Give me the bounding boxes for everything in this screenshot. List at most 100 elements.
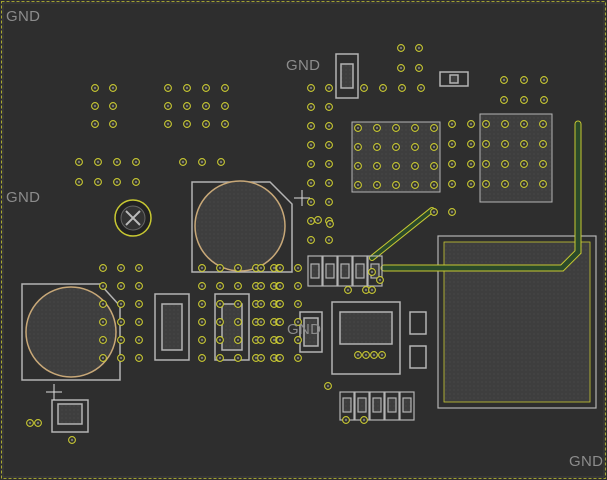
via-drill xyxy=(272,320,276,324)
via-drill xyxy=(166,86,170,90)
via-drill xyxy=(278,266,282,270)
via-drill xyxy=(93,104,97,108)
via-drill xyxy=(219,160,223,164)
via-drill xyxy=(375,183,379,187)
via-drill xyxy=(181,160,185,164)
switch-s1-outline xyxy=(51,399,89,433)
via-drill xyxy=(119,284,123,288)
via-drill xyxy=(254,338,258,342)
via-drill xyxy=(28,421,32,425)
via-drill xyxy=(111,122,115,126)
via-drill xyxy=(272,266,276,270)
via-drill xyxy=(259,356,263,360)
via-drill xyxy=(503,122,507,126)
via-drill xyxy=(344,418,348,422)
resistor-r4-outline xyxy=(439,71,469,87)
via-drill xyxy=(309,143,313,147)
via-drill xyxy=(378,278,382,282)
via-drill xyxy=(502,98,506,102)
resistor-r7-outline xyxy=(409,345,427,369)
via-drill xyxy=(419,86,423,90)
via-drill xyxy=(185,86,189,90)
via-drill xyxy=(137,284,141,288)
via-drill xyxy=(326,384,330,388)
via-drill xyxy=(309,105,313,109)
via-drill xyxy=(309,219,313,223)
via-drill xyxy=(185,104,189,108)
via-drill xyxy=(450,210,454,214)
via-drill xyxy=(432,210,436,214)
via-drill xyxy=(394,183,398,187)
via-drill xyxy=(450,162,454,166)
via-drill xyxy=(375,145,379,149)
via-drill xyxy=(522,122,526,126)
via-drill xyxy=(93,86,97,90)
via-drill xyxy=(380,353,384,357)
via-drill xyxy=(296,284,300,288)
via-drill xyxy=(370,288,374,292)
via-drill xyxy=(119,338,123,342)
via-drill xyxy=(223,122,227,126)
via-drill xyxy=(327,86,331,90)
via-drill xyxy=(542,98,546,102)
via-drill xyxy=(218,356,222,360)
via-drill xyxy=(362,418,366,422)
via-drill xyxy=(259,302,263,306)
via-drill xyxy=(399,46,403,50)
via-drill xyxy=(93,122,97,126)
via-drill xyxy=(356,126,360,130)
via-drill xyxy=(185,122,189,126)
via-drill xyxy=(236,320,240,324)
via-drill xyxy=(309,124,313,128)
via-drill xyxy=(134,160,138,164)
via-drill xyxy=(200,284,204,288)
via-drill xyxy=(259,338,263,342)
via-drill xyxy=(137,338,141,342)
via-drill xyxy=(413,183,417,187)
via-drill xyxy=(111,86,115,90)
resistor-array-bottom xyxy=(339,391,415,421)
via-drill xyxy=(36,421,40,425)
via-drill xyxy=(96,180,100,184)
via-drill xyxy=(218,320,222,324)
via-drill xyxy=(399,66,403,70)
via-drill xyxy=(204,122,208,126)
via-drill xyxy=(166,104,170,108)
via-drill xyxy=(432,183,436,187)
via-drill xyxy=(484,182,488,186)
ic-u2-footprint xyxy=(479,113,553,203)
via-drill xyxy=(101,266,105,270)
via-drill xyxy=(296,356,300,360)
via-group xyxy=(26,44,548,444)
via-drill xyxy=(278,320,282,324)
gnd-label-left: GND xyxy=(6,189,41,206)
via-drill xyxy=(166,122,170,126)
via-drill xyxy=(327,124,331,128)
via-drill xyxy=(218,266,222,270)
via-drill xyxy=(296,302,300,306)
via-drill xyxy=(254,356,258,360)
via-drill xyxy=(541,122,545,126)
resistor-r3-outline xyxy=(335,53,359,99)
via-drill xyxy=(327,200,331,204)
via-drill xyxy=(236,266,240,270)
via-drill xyxy=(223,86,227,90)
via-drill xyxy=(218,338,222,342)
via-drill xyxy=(469,122,473,126)
via-drill xyxy=(119,356,123,360)
via-drill xyxy=(101,338,105,342)
resistor-r1-outline xyxy=(154,293,190,361)
via-drill xyxy=(223,104,227,108)
via-drill xyxy=(101,320,105,324)
via-drill xyxy=(309,200,313,204)
via-drill xyxy=(503,182,507,186)
gnd-label-top-left: GND xyxy=(6,8,41,25)
via-drill xyxy=(259,266,263,270)
via-drill xyxy=(278,284,282,288)
via-drill xyxy=(309,162,313,166)
trace-group xyxy=(369,120,582,272)
via-drill xyxy=(503,142,507,146)
